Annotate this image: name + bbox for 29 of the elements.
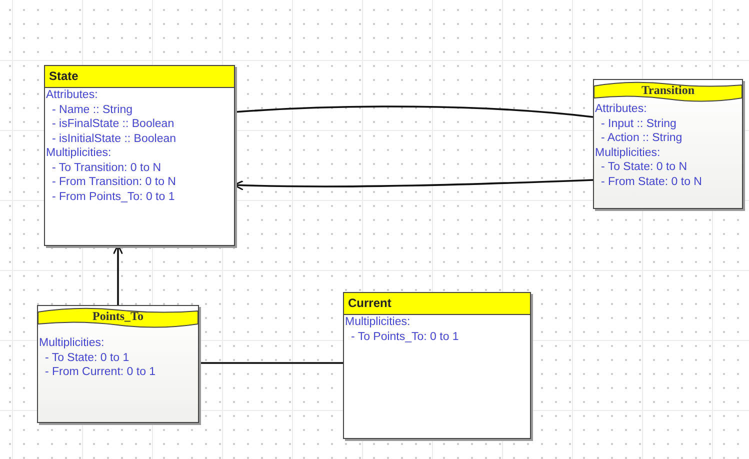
section-heading: Attributes: [45, 88, 99, 102]
class-name: Points_To [92, 309, 144, 323]
member-line: - From Transition: 0 to N [51, 175, 177, 190]
section-heading: Attributes: [594, 102, 648, 116]
member-line: - Name :: String [51, 102, 134, 117]
class-name: State [49, 69, 78, 83]
association-line [199, 362, 343, 364]
member-line: - To Points_To: 0 to 1 [350, 330, 460, 344]
class-box [37, 305, 199, 423]
member-line: - From Current: 0 to 1 [44, 365, 157, 380]
member-line: - isInitialState :: Boolean [51, 132, 178, 146]
class-name: Transition [641, 83, 695, 97]
member-line: - Input :: String [600, 116, 678, 131]
member-line: - To State: 0 to 1 [44, 350, 130, 365]
member-line: - To State: 0 to N [600, 160, 688, 174]
class-box [44, 65, 235, 246]
member-line: - From State: 0 to N [600, 174, 703, 189]
member-line: - Action :: String [600, 131, 684, 146]
class-name: Current [348, 296, 392, 310]
member-line: - From Points_To: 0 to 1 [51, 190, 176, 204]
class-box [593, 79, 743, 209]
section-heading: Multiplicities: [45, 146, 112, 160]
member-line: - isFinalState :: Boolean [51, 117, 176, 132]
class-box [343, 292, 531, 439]
section-heading: Multiplicities: [344, 315, 412, 330]
section-heading: Multiplicities: [594, 146, 662, 160]
member-line: - To Transition: 0 to N [51, 160, 162, 175]
section-heading: Multiplicities: [38, 336, 106, 350]
association-line [234, 106, 594, 118]
